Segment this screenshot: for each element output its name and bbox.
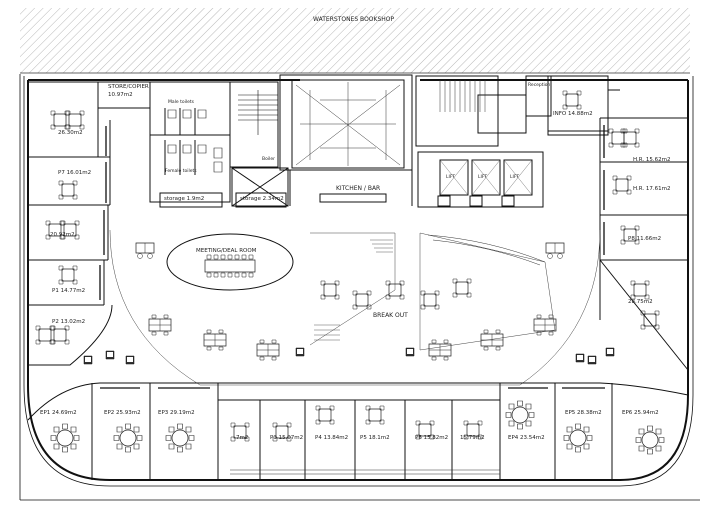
room-p1-label: P1 14.77m2 [52, 288, 86, 294]
kitchen-label: KITCHEN / BAR [336, 185, 381, 192]
room-p3-label: P3 15.07m2 [270, 435, 304, 441]
store-area-label: 10.97m2 [108, 92, 133, 98]
male-toilets-label: Male toilets [168, 100, 194, 105]
room-ep3-label: EP3 29.19m2 [158, 410, 195, 416]
female-toilets-label: Female toilets [165, 169, 197, 174]
room-ep4-label: EP4 23.54m2 [508, 435, 545, 441]
room-p7-label: P7 16.01m2 [58, 170, 92, 176]
store-label: STORE/COPIER [108, 84, 149, 90]
room-15-label: 15.79m2 [460, 435, 485, 441]
boiler-label: Boiler [262, 157, 275, 162]
street-label: WATERSTONES BOOKSHOP [313, 16, 395, 23]
room-ep2-label: EP2 25.93m2 [104, 410, 141, 416]
lift-1-label: LIFT [446, 175, 456, 180]
room-p4-label: P4 13.84m2 [315, 435, 349, 441]
room-28-label: 28.75m2 [628, 299, 653, 305]
room-ep5-label: EP5 28.38m2 [565, 410, 602, 416]
hr2-label: H.R. 17.61m2 [633, 186, 671, 192]
breakout-label: BREAK OUT [373, 312, 408, 319]
lift-2-label: LIFT [478, 175, 488, 180]
room-20-label: 20.92m2 [50, 232, 75, 238]
room-ep6-label: EP6 25.94m2 [622, 410, 659, 416]
hr1-label: H.R. 15.62m2 [633, 157, 671, 163]
room-ep1-label: EP1 24.69m2 [40, 410, 77, 416]
info-label: INFO 14.88m2 [553, 111, 593, 117]
reception-label: Reception [528, 83, 551, 88]
room-p5-label: P5 18.1m2 [360, 435, 390, 441]
p8-label: P8 11.66m2 [628, 236, 662, 242]
lift-3-label: LIFT [510, 175, 520, 180]
room-p2-label: P2 13.02m2 [52, 319, 86, 325]
storage-1-label: storage 1.9m2 [164, 196, 205, 202]
storage-2-label: storage 2.34m2 [240, 196, 284, 202]
meeting-room-label: MEETING/DEAL ROOM [196, 248, 257, 254]
room-p6-label: P6 15.82m2 [415, 435, 449, 441]
room-7-label: 7m2 [236, 435, 249, 441]
room-26-label: 26.30m2 [58, 130, 83, 136]
